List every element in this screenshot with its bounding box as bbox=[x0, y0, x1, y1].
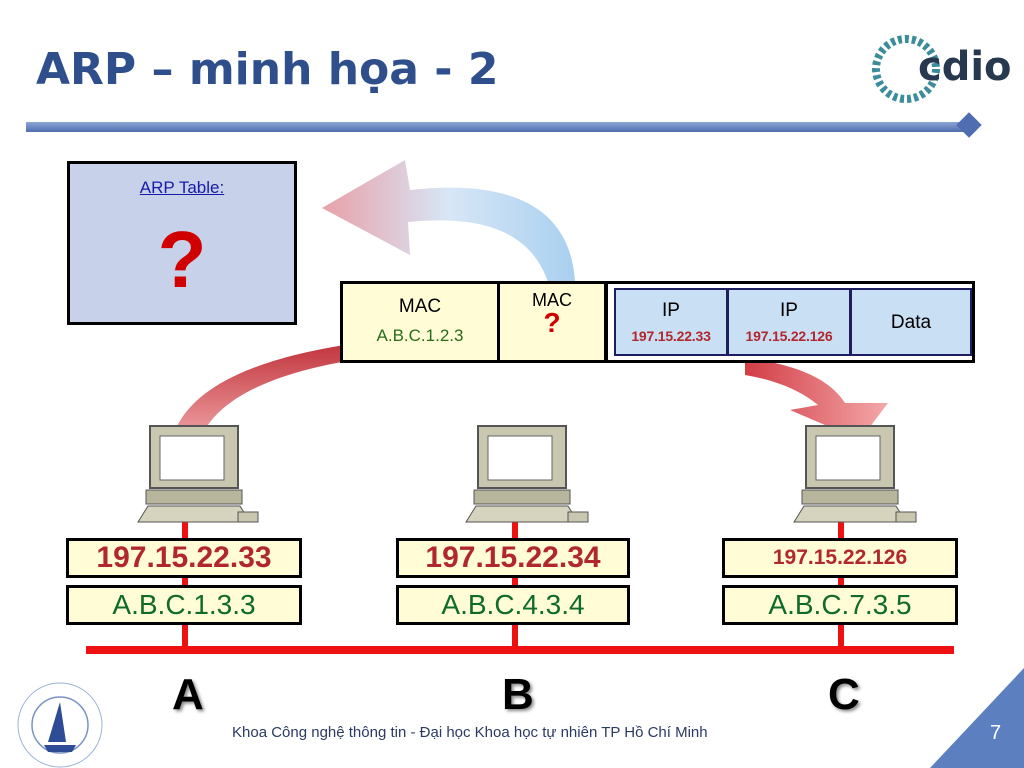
deliver-arrow-to-c bbox=[745, 358, 888, 440]
frame-src-ip-cell: IP 197.15.22.33 bbox=[614, 288, 728, 356]
arp-lookup-arrow bbox=[322, 160, 575, 282]
page-number: 7 bbox=[990, 722, 1002, 744]
host-c-letter: C bbox=[828, 670, 860, 719]
host-a-letter: A bbox=[172, 670, 204, 719]
logo-text: cdio bbox=[918, 44, 1012, 90]
host-a-ip: 197.15.22.33 bbox=[66, 538, 302, 578]
frame-data-cell: Data bbox=[850, 288, 972, 356]
computer-b-icon bbox=[465, 425, 589, 523]
frame-dst-mac-unknown: ? bbox=[543, 307, 561, 338]
frame-data-label: Data bbox=[890, 312, 932, 333]
cdio-logo-icon bbox=[872, 35, 940, 103]
host-b-letter: B bbox=[502, 670, 534, 719]
arp-table-label: ARP Table: bbox=[139, 178, 225, 197]
logo-trademark: TM bbox=[992, 58, 1003, 65]
host-c-ip: 197.15.22.126 bbox=[722, 538, 958, 578]
computer-a-icon bbox=[137, 425, 259, 523]
frame-src-mac-value: A.B.C.1.2.3 bbox=[376, 326, 464, 345]
frame-dst-ip-cell: IP 197.15.22.126 bbox=[727, 288, 851, 356]
frame-dst-mac-label: MAC bbox=[532, 290, 572, 310]
send-arrow-from-a bbox=[172, 345, 345, 440]
frame-dst-mac-cell: MAC ? bbox=[497, 281, 607, 363]
computer-c-icon bbox=[793, 425, 917, 523]
arp-table-unknown: ? bbox=[157, 215, 207, 304]
frame-src-ip-label: IP bbox=[662, 300, 680, 321]
university-seal-icon bbox=[17, 682, 103, 768]
host-a-mac: A.B.C.1.3.3 bbox=[66, 585, 302, 625]
corner-decoration bbox=[930, 668, 1024, 768]
title-divider bbox=[26, 122, 972, 132]
network-bus bbox=[86, 646, 954, 654]
slide-title: ARP – minh họa - 2 bbox=[36, 44, 499, 95]
frame-dst-ip-label: IP bbox=[780, 300, 798, 321]
frame-dst-ip-value: 197.15.22.126 bbox=[745, 328, 833, 344]
arp-table-box: ARP Table: ? bbox=[67, 161, 297, 325]
host-b-ip: 197.15.22.34 bbox=[396, 538, 630, 578]
frame-src-mac-cell: MAC A.B.C.1.2.3 bbox=[340, 281, 500, 363]
frame-src-mac-label: MAC bbox=[398, 296, 442, 317]
host-b-mac: A.B.C.4.3.4 bbox=[396, 585, 630, 625]
footer-text: Khoa Công nghệ thông tin - Đại học Khoa … bbox=[232, 724, 708, 741]
frame-src-ip-value: 197.15.22.33 bbox=[631, 328, 711, 344]
host-c-mac: A.B.C.7.3.5 bbox=[722, 585, 958, 625]
